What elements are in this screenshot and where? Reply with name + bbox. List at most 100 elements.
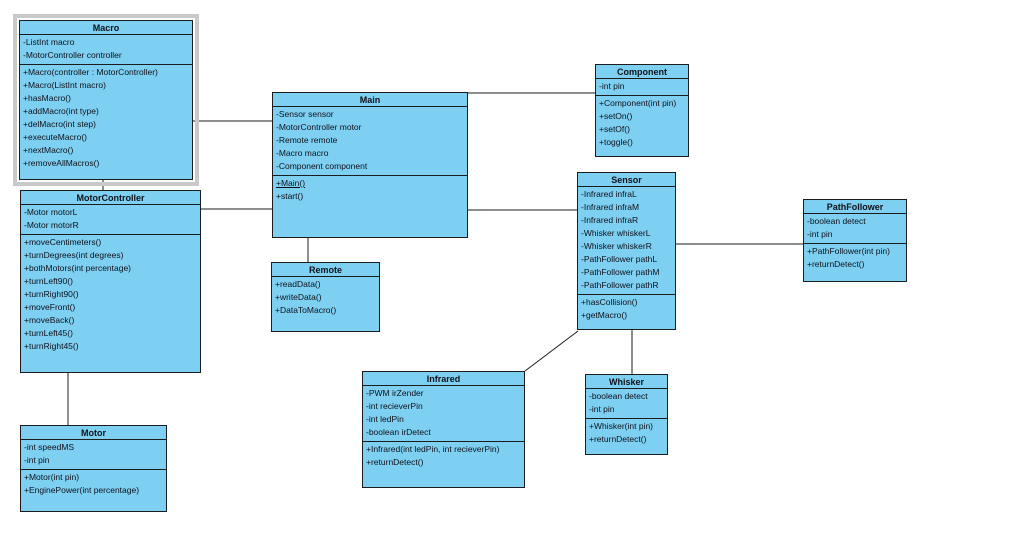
attributes-compartment: -PWM irZender -int recieverPin -int ledPin… [363, 386, 524, 442]
attribute-line: -Component component [276, 161, 368, 171]
method-line: +setOf() [599, 124, 630, 134]
attribute-line: -PathFollower pathM [581, 267, 660, 277]
methods-compartment: +Infrared(int ledPin, int recieverPin)+r… [363, 442, 524, 487]
method-line: +EnginePower(int percentage) [24, 485, 140, 495]
class-title: Main [273, 93, 467, 107]
method-line: +addMacro(int type) [23, 106, 99, 116]
attribute-line: -PathFollower pathL [581, 254, 658, 264]
class-title: Remote [272, 263, 379, 277]
method-line: +executeMacro() [23, 132, 88, 142]
attribute-line: -PWM irZender [366, 388, 424, 398]
attributes-compartment: -Sensor sensor -MotorController motor -Rem… [273, 107, 467, 176]
attribute-line: -Sensor sensor [276, 109, 334, 119]
attribute-line: -Motor motorR [24, 220, 79, 230]
method-line: +returnDetect() [366, 457, 424, 467]
method-line: +bothMotors(int percentage) [24, 263, 132, 273]
method-line: +delMacro(int step) [23, 119, 96, 129]
attribute-line: -MotorController controller [23, 50, 122, 60]
method-line: +Motor(int pin) [24, 472, 80, 482]
class-box-pathfollower[interactable]: PathFollower -boolean detect -int pin +Path… [803, 199, 907, 282]
attribute-line: -Macro macro [276, 148, 329, 158]
attribute-line: -ListInt macro [23, 37, 75, 47]
method-line: +turnRight45() [24, 341, 79, 351]
class-box-motor[interactable]: Motor -int speedMS -int pin +Motor(int pin)… [20, 425, 167, 512]
method-line: +getMacro() [581, 310, 628, 320]
class-title: Motor [21, 426, 166, 440]
attribute-line: -int pin [807, 229, 833, 239]
attribute-line: -int pin [589, 404, 615, 414]
method-line: +moveBack() [24, 315, 75, 325]
method-line: +moveCentimeters() [24, 237, 102, 247]
class-box-whisker[interactable]: Whisker-boolean detect-int pin+Whisker(i… [585, 374, 668, 455]
method-line: +returnDetect() [589, 434, 647, 444]
class-title: Sensor [578, 173, 675, 187]
method-line: +Macro(controller : MotorController) [23, 67, 158, 77]
method-line: +turnDegrees(int degrees) [24, 250, 124, 260]
method-line: +Macro(ListInt macro) [23, 80, 106, 90]
method-line: +DataToMacro() [275, 305, 337, 315]
methods-compartment: +Motor(int pin) +EnginePower(int percenta… [21, 470, 166, 511]
method-line: +readData() [275, 279, 321, 289]
attributes-compartment: -Infrared infraL -Infrared infraM -Infrare… [578, 187, 675, 295]
method-line: +toggle() [599, 137, 633, 147]
class-title: MotorController [21, 191, 200, 205]
attribute-line: -MotorController motor [276, 122, 362, 132]
attribute-line: -Motor motorL [24, 207, 78, 217]
class-box-component[interactable]: Component -int pin +Component(int pin) +set… [595, 64, 689, 157]
class-title: PathFollower [804, 200, 906, 214]
method-line: +Whisker(int pin) [589, 421, 654, 431]
methods-compartment: +readData()+writeData()+DataToMacro() [272, 277, 379, 331]
class-box-sensor[interactable]: Sensor-Infrared infraL-Infrared infraM-I… [577, 172, 676, 330]
methods-compartment: +moveCentimeters() +turnDegrees(int degre… [21, 235, 200, 372]
methods-compartment: +Main() +start() [273, 176, 467, 237]
attribute-line: -int speedMS [24, 442, 75, 452]
attribute-line: -int pin [24, 455, 50, 465]
attribute-line: -Infrared infraL [581, 189, 637, 199]
class-title: Macro [20, 21, 192, 35]
method-line: +PathFollower(int pin) [807, 246, 890, 256]
methods-compartment: +Whisker(int pin) +returnDetect() [586, 419, 667, 454]
attribute-line: -Whisker whiskerR [581, 241, 652, 251]
class-box-infrared[interactable]: Infrared -PWM irZender -int recieverPin -in… [362, 371, 525, 488]
method-line: +turnLeft90() [24, 276, 73, 286]
method-line: +turnRight90() [24, 289, 79, 299]
attribute-line: -int ledPin [366, 414, 404, 424]
attributes-compartment: -boolean detect -int pin [804, 214, 906, 244]
methods-compartment: +PathFollower(int pin) +returnDetect() [804, 244, 906, 281]
attribute-line: -PathFollower pathR [581, 280, 659, 290]
method-line: +returnDetect() [807, 259, 865, 269]
method-line: +setOn() [599, 111, 633, 121]
attribute-line: -Infrared infraM [581, 202, 640, 212]
class-title: Infrared [363, 372, 524, 386]
attributes-compartment: -Motor motorL -Motor motorR [21, 205, 200, 235]
method-line: +start() [276, 191, 304, 201]
class-box-macro[interactable]: Macro -ListInt macro -MotorController cont… [13, 14, 199, 186]
method-line: +hasMacro() [23, 93, 71, 103]
method-line: +Component(int pin) [599, 98, 677, 108]
attribute-line: -Whisker whiskerL [581, 228, 651, 238]
methods-compartment: +hasCollision() +getMacro() [578, 295, 675, 329]
attribute-line: -int pin [599, 81, 625, 91]
attribute-line: -boolean detect [807, 216, 866, 226]
method-line: +turnLeft45() [24, 328, 73, 338]
attribute-line: -Infrared infraR [581, 215, 639, 225]
methods-compartment: +Macro(controller : MotorController) +Mac… [20, 65, 192, 179]
method-line: +Main() [276, 178, 306, 188]
connector-sensor-infrared[interactable] [524, 330, 579, 372]
attribute-line: -Remote remote [276, 135, 338, 145]
method-line: +nextMacro() [23, 145, 74, 155]
attribute-line: -boolean irDetect [366, 427, 431, 437]
attributes-compartment: -boolean detect-int pin [586, 389, 667, 419]
attributes-compartment: -int speedMS -int pin [21, 440, 166, 470]
class-box-motorcontroller[interactable]: MotorController-Motor motorL-Motor motor… [20, 190, 201, 373]
attributes-compartment: -ListInt macro -MotorController controlle… [20, 35, 192, 65]
attributes-compartment: -int pin [596, 79, 688, 96]
class-box-remote[interactable]: Remote+readData()+writeData()+DataToMacr… [271, 262, 380, 332]
method-line: +removeAllMacros() [23, 158, 100, 168]
attribute-line: -int recieverPin [366, 401, 423, 411]
class-title: Component [596, 65, 688, 79]
class-box-main[interactable]: Main -Sensor sensor -MotorController motor… [272, 92, 468, 238]
method-line: +hasCollision() [581, 297, 638, 307]
